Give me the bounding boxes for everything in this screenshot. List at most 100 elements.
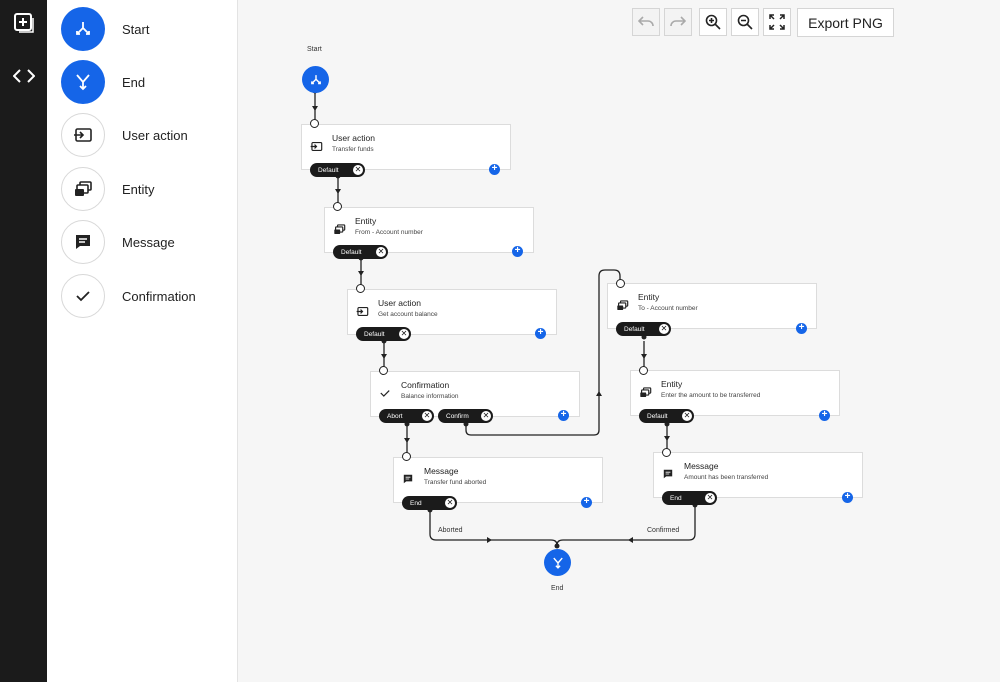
node-subtitle: To - Account number bbox=[638, 305, 698, 312]
entity-icon bbox=[61, 167, 105, 211]
edge-label-confirmed: Confirmed bbox=[647, 527, 679, 534]
output-label: Default bbox=[364, 331, 385, 338]
check-icon bbox=[61, 274, 105, 318]
output-label: End bbox=[410, 500, 422, 507]
node-input-port[interactable] bbox=[333, 202, 342, 211]
zoom-in-icon bbox=[705, 14, 721, 30]
palette-label: User action bbox=[122, 128, 188, 143]
node-subtitle: Transfer fund aborted bbox=[424, 479, 486, 486]
node-input-port[interactable] bbox=[402, 452, 411, 461]
redo-button[interactable] bbox=[664, 8, 692, 36]
palette-label: Confirmation bbox=[122, 289, 196, 304]
remove-output-icon[interactable]: ✕ bbox=[399, 329, 409, 339]
node-input-port[interactable] bbox=[379, 366, 388, 375]
edge-label-aborted: Aborted bbox=[438, 527, 463, 534]
node-subtitle: Transfer funds bbox=[332, 146, 374, 153]
add-output-button[interactable]: + bbox=[489, 164, 500, 175]
end-icon bbox=[61, 60, 105, 104]
node-input-port[interactable] bbox=[310, 119, 319, 128]
output-pill[interactable]: End ✕ bbox=[402, 496, 457, 510]
node-subtitle: Get account balance bbox=[378, 311, 438, 318]
export-png-button[interactable]: Export PNG bbox=[797, 8, 894, 37]
zoom-in-button[interactable] bbox=[699, 8, 727, 36]
remove-output-icon[interactable]: ✕ bbox=[481, 411, 491, 421]
add-output-button[interactable]: + bbox=[581, 497, 592, 508]
add-output-button[interactable]: + bbox=[558, 410, 569, 421]
output-label: Default bbox=[647, 413, 668, 420]
remove-output-icon[interactable]: ✕ bbox=[376, 247, 386, 257]
output-label: Default bbox=[624, 326, 645, 333]
output-pill[interactable]: Default ✕ bbox=[639, 409, 694, 423]
fit-view-button[interactable] bbox=[763, 8, 791, 36]
output-label: Abort bbox=[387, 413, 403, 420]
palette-label: Message bbox=[122, 235, 175, 250]
palette-item-start[interactable]: Start bbox=[61, 6, 149, 52]
start-icon bbox=[61, 7, 105, 51]
connection-lines bbox=[238, 0, 1000, 682]
node-subtitle: Amount has been transferred bbox=[684, 474, 768, 481]
undo-icon bbox=[638, 16, 654, 28]
remove-output-icon[interactable]: ✕ bbox=[682, 411, 692, 421]
output-pill[interactable]: Default ✕ bbox=[310, 163, 365, 177]
entity-icon bbox=[637, 384, 653, 400]
add-node-icon[interactable] bbox=[10, 9, 38, 37]
node-subtitle: From - Account number bbox=[355, 229, 423, 236]
remove-output-icon[interactable]: ✕ bbox=[705, 493, 715, 503]
palette-label: End bbox=[122, 75, 145, 90]
zoom-out-button[interactable] bbox=[731, 8, 759, 36]
node-title: Message bbox=[684, 461, 719, 471]
node-title: User action bbox=[378, 298, 421, 308]
entity-icon bbox=[331, 221, 347, 237]
output-pill[interactable]: Abort ✕ bbox=[379, 409, 434, 423]
message-icon bbox=[400, 471, 416, 487]
node-title: Confirmation bbox=[401, 380, 449, 390]
add-output-button[interactable]: + bbox=[842, 492, 853, 503]
add-output-button[interactable]: + bbox=[796, 323, 807, 334]
left-rail bbox=[0, 0, 47, 682]
palette-item-end[interactable]: End bbox=[61, 59, 145, 105]
output-label: End bbox=[670, 495, 682, 502]
palette-item-message[interactable]: Message bbox=[61, 219, 175, 265]
message-icon bbox=[660, 466, 676, 482]
node-title: User action bbox=[332, 133, 375, 143]
redo-icon bbox=[670, 16, 686, 28]
add-output-button[interactable]: + bbox=[512, 246, 523, 257]
message-icon bbox=[61, 220, 105, 264]
output-pill[interactable]: Default ✕ bbox=[356, 327, 411, 341]
node-input-port[interactable] bbox=[616, 279, 625, 288]
palette-item-confirmation[interactable]: Confirmation bbox=[61, 273, 196, 319]
output-label: Default bbox=[341, 249, 362, 256]
zoom-out-icon bbox=[737, 14, 753, 30]
code-icon[interactable] bbox=[10, 62, 38, 90]
output-pill[interactable]: Confirm ✕ bbox=[438, 409, 493, 423]
flow-canvas[interactable]: Export PNG Start User action Transfer fu… bbox=[238, 0, 1000, 682]
node-title: Entity bbox=[638, 292, 659, 302]
user-action-icon bbox=[308, 138, 324, 154]
node-palette: Start End User action Entity Message Con… bbox=[47, 0, 238, 682]
undo-button[interactable] bbox=[632, 8, 660, 36]
output-pill[interactable]: End ✕ bbox=[662, 491, 717, 505]
output-pill[interactable]: Default ✕ bbox=[333, 245, 388, 259]
add-output-button[interactable]: + bbox=[819, 410, 830, 421]
node-input-port[interactable] bbox=[662, 448, 671, 457]
output-label: Default bbox=[318, 167, 339, 174]
remove-output-icon[interactable]: ✕ bbox=[353, 165, 363, 175]
node-title: Entity bbox=[661, 379, 682, 389]
add-output-button[interactable]: + bbox=[535, 328, 546, 339]
start-node-label: Start bbox=[307, 46, 322, 53]
palette-label: Entity bbox=[122, 182, 155, 197]
node-subtitle: Balance information bbox=[401, 393, 458, 400]
remove-output-icon[interactable]: ✕ bbox=[659, 324, 669, 334]
node-input-port[interactable] bbox=[356, 284, 365, 293]
output-pill[interactable]: Default ✕ bbox=[616, 322, 671, 336]
node-input-port[interactable] bbox=[639, 366, 648, 375]
start-node[interactable] bbox=[302, 66, 329, 93]
palette-item-user-action[interactable]: User action bbox=[61, 112, 188, 158]
palette-item-entity[interactable]: Entity bbox=[61, 166, 155, 212]
node-title: Message bbox=[424, 466, 459, 476]
start-icon bbox=[309, 73, 323, 87]
output-label: Confirm bbox=[446, 413, 469, 420]
end-node[interactable] bbox=[544, 549, 571, 576]
remove-output-icon[interactable]: ✕ bbox=[422, 411, 432, 421]
remove-output-icon[interactable]: ✕ bbox=[445, 498, 455, 508]
